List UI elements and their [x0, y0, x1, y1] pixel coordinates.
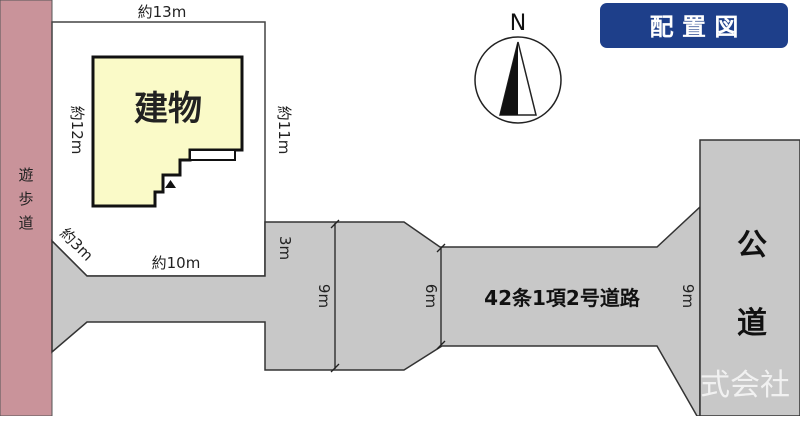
dim-road-9m-right: 9m [679, 284, 697, 308]
diagram-title: 配 置 図 [650, 13, 739, 41]
building-annex [189, 149, 236, 161]
dim-tick [436, 243, 446, 253]
walkway-label-3: 道 [18, 214, 33, 232]
public-road-label-1: 公 [737, 228, 767, 263]
entrance-triangle-icon [165, 180, 176, 188]
dim-road-6m: 6m [422, 284, 440, 308]
public-road [699, 139, 800, 417]
watermark-text: 式会社 [700, 368, 790, 403]
dim-tick [330, 363, 340, 373]
dim-road-3m: 3m [276, 236, 294, 260]
dim-right-depth: 約11m [275, 106, 293, 155]
dim-bottom-width: 約10m [152, 254, 201, 272]
dim-tick [436, 340, 446, 350]
compass-north-arrow-icon [474, 36, 562, 124]
walkway-label-1: 遊 [18, 166, 33, 184]
building-label: 建物 [134, 89, 202, 129]
dim-top-width: 約13m [138, 3, 187, 21]
building-footprint [91, 55, 244, 208]
dim-tick [330, 219, 340, 229]
title-box [600, 3, 788, 48]
walkway-strip [0, 0, 53, 417]
north-label: N [510, 11, 526, 36]
dim-left-depth: 約12m [68, 106, 86, 155]
walkway-label-2: 歩 [18, 190, 33, 208]
private-road-label: 42条1項2号道路 [484, 286, 641, 310]
public-road-label-2: 道 [737, 306, 767, 341]
dim-road-9m-left: 9m [315, 284, 333, 308]
